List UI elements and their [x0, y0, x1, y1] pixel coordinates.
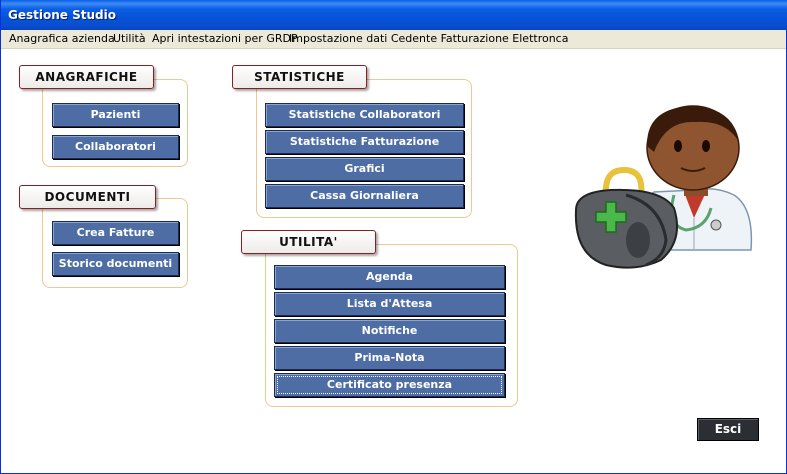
cassa-giornaliera-button[interactable]: Cassa Giornaliera: [265, 184, 464, 208]
crea-fatture-button[interactable]: Crea Fatture: [52, 221, 179, 245]
collaboratori-button[interactable]: Collaboratori: [52, 135, 179, 159]
documenti-label: DOCUMENTI: [19, 185, 156, 209]
doctor-with-medical-bag-icon: [574, 105, 753, 269]
prima-nota-button[interactable]: Prima-Nota: [274, 346, 505, 370]
menu-apri-intestazioni-grdp[interactable]: Apri intestazioni per GRDP: [152, 32, 298, 45]
menu-utilita[interactable]: Utilità: [113, 32, 146, 45]
storico-documenti-button[interactable]: Storico documenti: [52, 252, 179, 276]
menu-anagrafica-azienda[interactable]: Anagrafica azienda: [9, 32, 115, 45]
statistiche-label: STATISTICHE: [232, 65, 367, 89]
agenda-button[interactable]: Agenda: [274, 265, 505, 289]
pazienti-button[interactable]: Pazienti: [52, 103, 179, 127]
anagrafiche-label: ANAGRAFICHE: [19, 65, 154, 89]
notifiche-button[interactable]: Notifiche: [274, 319, 505, 343]
title-bar[interactable]: Gestione Studio: [1, 0, 787, 30]
menu-impostazione-cedente[interactable]: Impostazione dati Cedente Fatturazione E…: [289, 32, 569, 45]
utilita-label: UTILITA': [241, 230, 376, 254]
lista-attesa-button[interactable]: Lista d'Attesa: [274, 292, 505, 316]
grafici-button[interactable]: Grafici: [265, 157, 464, 181]
statistiche-collaboratori-button[interactable]: Statistiche Collaboratori: [265, 103, 464, 127]
esci-button[interactable]: Esci: [697, 418, 759, 441]
window-title: Gestione Studio: [8, 8, 116, 22]
menu-bar: Anagrafica azienda Utilità Apri intestaz…: [1, 30, 786, 49]
statistiche-fatturazione-button[interactable]: Statistiche Fatturazione: [265, 130, 464, 154]
certificato-presenza-button[interactable]: Certificato presenza: [274, 373, 505, 397]
